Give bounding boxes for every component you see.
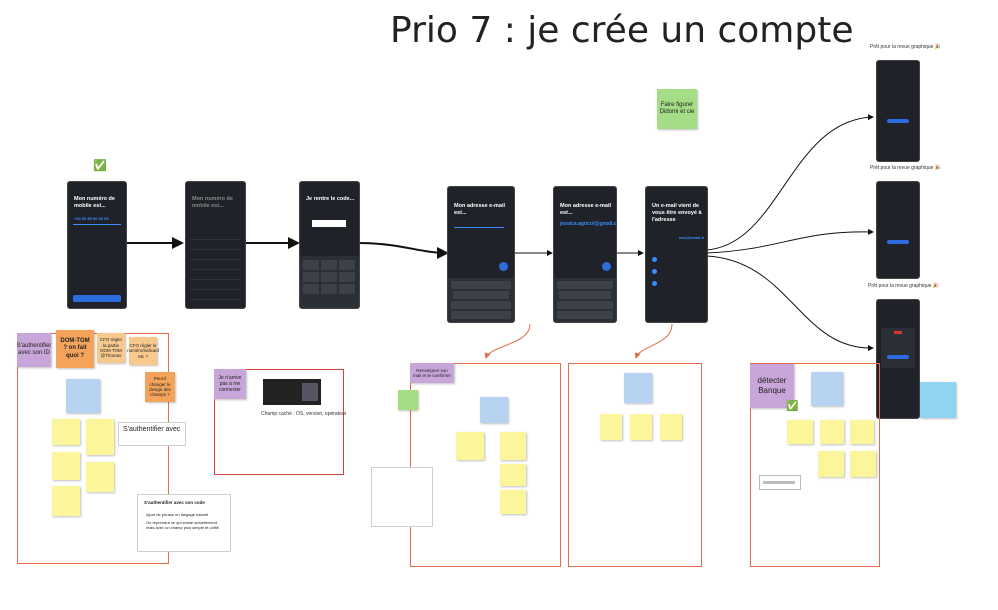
arrow-3-4 <box>357 242 449 259</box>
phone-screen-7 <box>876 60 920 162</box>
ready-label-3: Prêt pour la revue graphique 🎉 <box>868 283 939 289</box>
sticky-faire-figurer: Faire figurer Didomi et cie <box>657 89 697 129</box>
arrow-6-7 <box>705 114 874 251</box>
sticky-yellow-5 <box>86 462 114 492</box>
arrow-red-2 <box>634 323 673 359</box>
s-authentifier-input-text: S'authentifier avec <box>123 426 181 433</box>
phone-1-heading: Mon numéro de mobile est... <box>74 196 115 209</box>
phone-6-email: moi@email.fr <box>679 235 705 240</box>
phone-5-heading: Mon adresse e-mail est... <box>560 203 612 216</box>
sticky-blue-1 <box>66 379 100 413</box>
sticky-yellow-12 <box>660 414 682 440</box>
champ-cache-label: Champ caché : OS, version, opérateur <box>261 411 347 417</box>
check-icon-2: ✅ <box>786 401 799 412</box>
input-mockup <box>759 475 801 490</box>
phone-1-number: +33 06 59 00 00 05 <box>74 216 109 221</box>
note-text-block <box>371 467 433 527</box>
phone-screen-1: Mon numéro de mobile est... +33 06 59 00… <box>67 181 127 309</box>
sticky-yellow-9 <box>500 490 526 514</box>
sticky-cfo-regler: CFO régler la partie DOM TOM @Thomas <box>97 333 125 363</box>
arrow-6-9 <box>705 255 874 352</box>
section-frame-2 <box>214 369 344 475</box>
sticky-yellow-17 <box>850 451 876 477</box>
device-mockup <box>263 379 321 405</box>
phone-screen-4: Mon adresse e-mail est... <box>447 186 515 323</box>
sticky-blue-4 <box>811 372 843 406</box>
check-icon: ✅ <box>93 160 107 172</box>
s-authentifier-input[interactable]: S'authentifier avec <box>118 422 186 446</box>
page-title: Prio 7 : je crée un compte <box>390 10 854 51</box>
sticky-yellow-3 <box>52 486 80 516</box>
sticky-yellow-1 <box>52 419 80 445</box>
sticky-yellow-14 <box>820 420 844 444</box>
sticky-dom-tom: DOM-TOM ? on fait quoi ? <box>56 330 94 368</box>
ready-label-1: Prêt pour la revue graphique 🎉 <box>870 44 941 50</box>
sticky-yellow-16 <box>818 451 844 477</box>
sticky-yellow-13 <box>787 420 813 444</box>
sticky-s-authentifier: S'authentifier avec son ID <box>17 333 51 367</box>
sticky-yellow-2 <box>52 452 80 480</box>
phone-3-heading: Je rentre le code... <box>306 196 355 202</box>
arrow-red-1 <box>484 323 531 359</box>
sticky-green-1 <box>398 390 418 410</box>
note-code-item-2: On reprendra ce qui existe actuellement … <box>146 520 219 530</box>
sticky-renseigner: Renseigner son mail et le confirmer <box>410 363 454 383</box>
section-frame-4 <box>568 363 702 567</box>
phone-screen-6: Un e-mail vient de vous être envoyé à l'… <box>645 186 708 323</box>
phone-6-heading: Un e-mail vient de vous être envoyé à l'… <box>652 203 702 223</box>
phone-screen-9 <box>876 299 920 419</box>
phone-4-heading: Mon adresse e-mail est... <box>454 203 506 216</box>
ready-label-2: Prêt pour la revue graphique 🎉 <box>870 165 941 171</box>
note-code-item-1: Ajout de phrase en langage naturel <box>146 512 209 517</box>
section-frame-3 <box>410 363 561 567</box>
phone-screen-5: Mon adresse e-mail est... jessica.agrico… <box>553 186 617 323</box>
phone-screen-2: Mon numéro de mobile est... <box>185 181 246 309</box>
note-s-authentifier-code: S'authentifier avec son code Ajout de ph… <box>137 494 231 552</box>
sticky-cyan-1 <box>920 382 956 418</box>
phone-1-continue-button[interactable] <box>73 295 121 302</box>
sticky-peut-changer: Peut-il changer le design des champs ? <box>145 372 175 402</box>
phone-screen-8 <box>876 181 920 279</box>
sticky-cfo-regler-2: CFO régler le numéro/indicatif etc ? <box>127 337 159 365</box>
sticky-yellow-6 <box>456 432 484 460</box>
phone-2-heading: Mon numéro de mobile est... <box>192 196 233 209</box>
sticky-detecter-banque: détecter Banque <box>750 364 794 408</box>
phone-screen-3: Je rentre le code... <box>299 181 360 309</box>
sticky-yellow-4 <box>86 419 114 455</box>
section-frame-5 <box>750 363 880 567</box>
sticky-je-n-arrive-pas: Je n'arrive pas à me connecter <box>214 369 246 399</box>
sticky-yellow-11 <box>630 414 652 440</box>
note-code-heading: S'authentifier avec son code <box>144 500 205 505</box>
sticky-yellow-8 <box>500 464 526 486</box>
sticky-yellow-15 <box>850 420 874 444</box>
sticky-blue-2 <box>480 397 508 423</box>
sticky-yellow-10 <box>600 414 622 440</box>
arrow-6-8 <box>705 228 874 254</box>
sticky-yellow-7 <box>500 432 526 460</box>
sticky-blue-3 <box>624 373 652 403</box>
phone-5-email: jessica.agricol@gmail.com <box>560 221 617 227</box>
